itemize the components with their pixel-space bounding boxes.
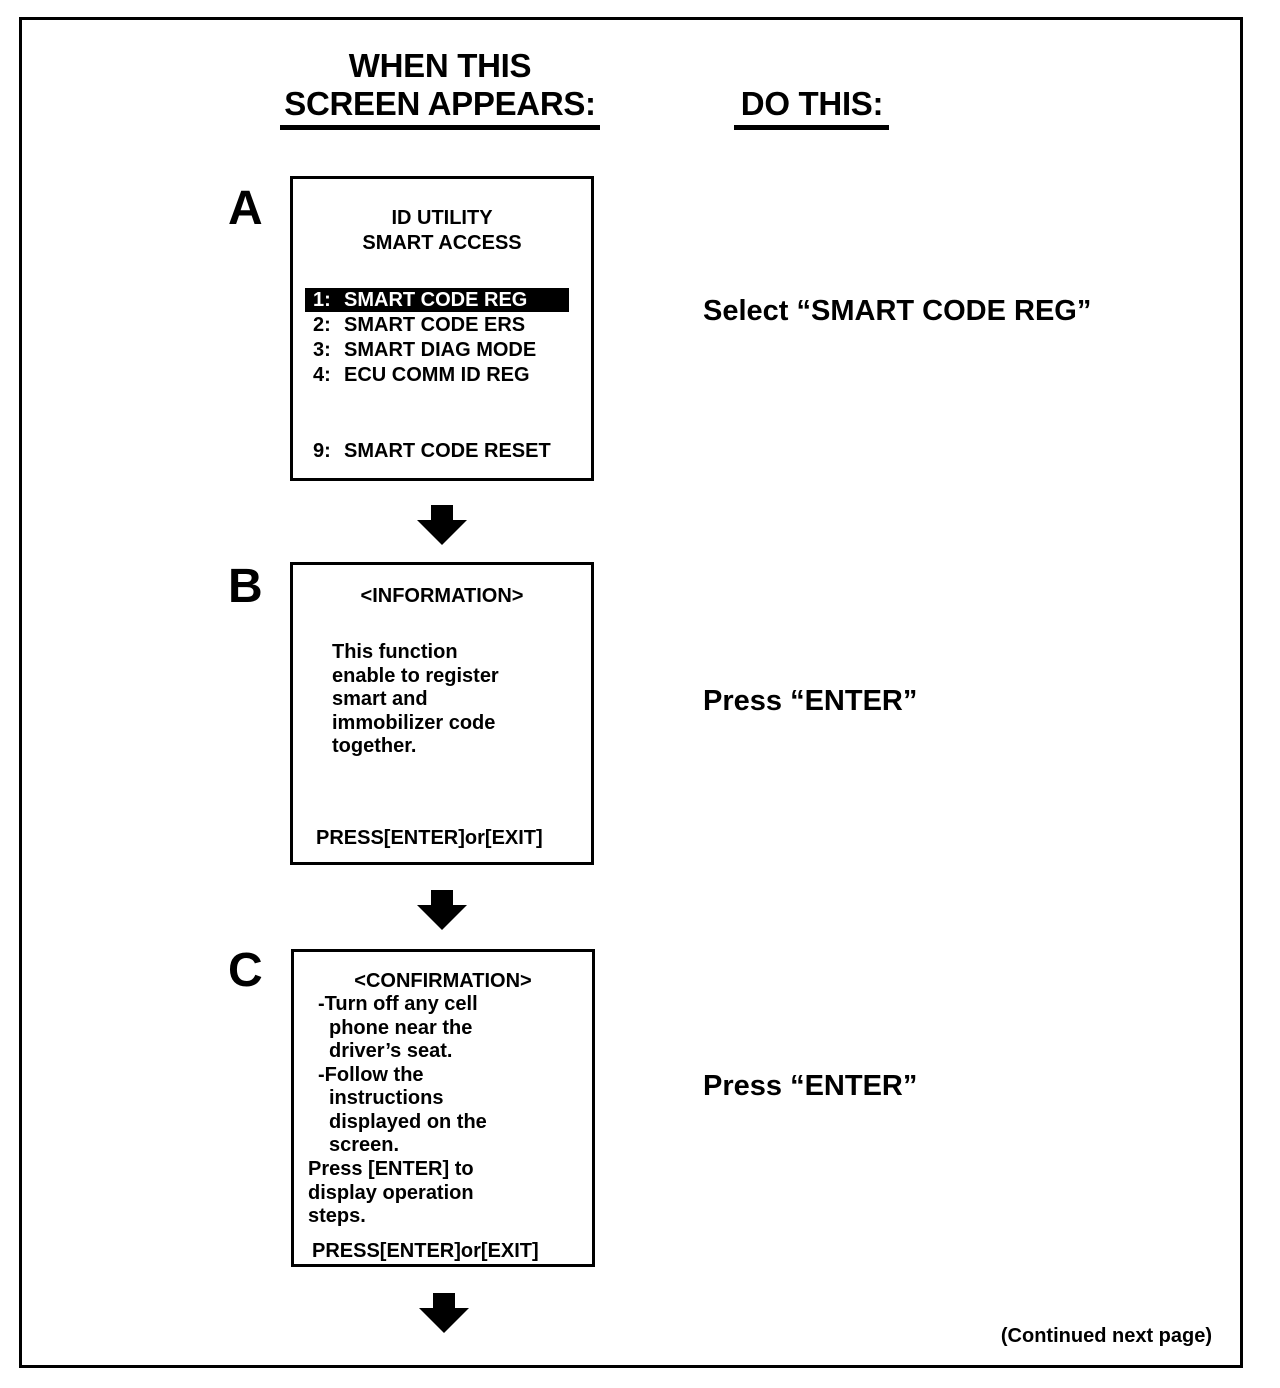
menu-item-label: SMART DIAG MODE	[344, 339, 537, 361]
menu-item-label: SMART CODE ERS	[344, 314, 526, 336]
menu-item-smart-diag-mode[interactable]: 3: SMART DIAG MODE	[305, 338, 569, 362]
action-a: Select “SMART CODE REG”	[703, 295, 1092, 327]
header-left-underline	[280, 125, 600, 130]
header-right-text: DO THIS:	[740, 85, 884, 122]
menu-item-smart-code-ers[interactable]: 2: SMART CODE ERS	[305, 313, 569, 337]
down-arrow-icon	[419, 1293, 469, 1333]
menu-item-number: 2:	[313, 314, 331, 336]
menu-item-ecu-comm-id-reg[interactable]: 4: ECU COMM ID REG	[305, 363, 569, 387]
screen-b-body: This function enable to register smart a…	[332, 641, 499, 759]
screen-c-line: -Follow the	[318, 1063, 424, 1086]
screen-b-line: enable to register	[332, 664, 499, 687]
screen-c-bullet-1: -Turn off any cell phone near the driver…	[318, 993, 487, 1158]
step-letter-a: A	[228, 182, 263, 235]
screen-b-line: together.	[332, 735, 417, 757]
continued-note: (Continued next page)	[1000, 1325, 1212, 1347]
screen-c-line: display operation	[308, 1181, 474, 1204]
screen-c-line: driver’s seat.	[329, 1040, 453, 1062]
menu-item-label: SMART CODE REG	[344, 289, 528, 311]
down-arrow-icon	[417, 505, 467, 545]
down-arrow-icon	[417, 890, 467, 930]
step-letter-c: C	[228, 944, 263, 997]
screen-c-line: instructions	[329, 1087, 444, 1109]
screen-c-note: Press [ENTER] to display operation steps…	[308, 1158, 474, 1229]
menu-item-smart-code-reg[interactable]: 1: SMART CODE REG	[305, 288, 569, 312]
screen-a-id-utility: ID UTILITY SMART ACCESS 1: SMART CODE REG…	[290, 176, 594, 481]
screen-c-confirmation: <CONFIRMATION> -Turn off any cell phone …	[291, 949, 595, 1267]
screen-c-line: phone near the	[329, 1016, 473, 1039]
screen-c-line: screen.	[329, 1134, 400, 1156]
page-frame	[19, 17, 1243, 1368]
menu-item-number: 3:	[313, 339, 331, 361]
action-b: Press “ENTER”	[703, 685, 918, 717]
menu-item-smart-code-reset[interactable]: 9: SMART CODE RESET	[305, 439, 569, 463]
header-left-line1: WHEN THIS	[348, 47, 532, 84]
step-letter-b: B	[228, 560, 263, 613]
screen-c-footer: PRESS[ENTER]or[EXIT]	[312, 1240, 539, 1262]
screen-c-line: -Turn off any cell	[318, 993, 478, 1015]
screen-b-line: smart and	[332, 688, 428, 710]
screen-a-title-line2: SMART ACCESS	[362, 232, 522, 254]
screen-c-title: <CONFIRMATION>	[354, 970, 532, 992]
screen-b-footer: PRESS[ENTER]or[EXIT]	[316, 827, 543, 849]
screen-c-line: displayed on the	[329, 1110, 487, 1133]
screen-c-line: steps.	[308, 1205, 366, 1227]
screen-b-title: <INFORMATION>	[360, 585, 524, 607]
screen-b-line: immobilizer code	[332, 711, 496, 734]
screen-c-line: Press [ENTER] to	[308, 1158, 474, 1180]
header-do-this: DO THIS:	[722, 85, 902, 123]
menu-item-number: 9:	[313, 440, 331, 462]
menu-item-label: ECU COMM ID REG	[344, 364, 530, 386]
menu-item-label: SMART CODE RESET	[344, 440, 551, 462]
header-left-line2: SCREEN APPEARS:	[284, 85, 596, 122]
action-c: Press “ENTER”	[703, 1070, 918, 1102]
header-right-underline	[734, 125, 889, 130]
menu-item-number: 4:	[313, 364, 331, 386]
menu-item-number: 1:	[313, 289, 331, 311]
screen-b-line: This function	[332, 641, 458, 663]
screen-a-title-line1: ID UTILITY	[391, 207, 493, 229]
header-when-screen-appears: WHEN THIS SCREEN APPEARS:	[270, 47, 610, 123]
screen-b-information: <INFORMATION> This function enable to re…	[290, 562, 594, 865]
